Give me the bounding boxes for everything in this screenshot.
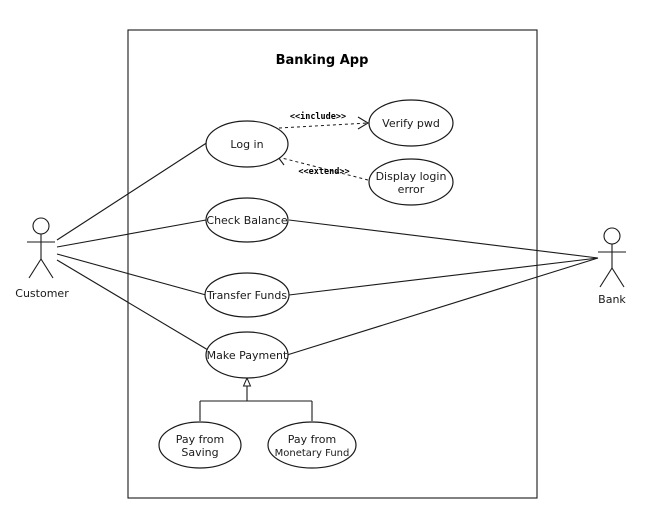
use-case-display-login-error: Display login error bbox=[368, 158, 454, 206]
system-boundary bbox=[127, 29, 538, 499]
use-case-verify-pwd: Verify pwd bbox=[368, 99, 454, 147]
use-case-check-balance-label: Check Balance bbox=[206, 214, 287, 227]
actor-bank-label: Bank bbox=[598, 293, 626, 306]
include-arrowhead bbox=[357, 116, 370, 130]
use-case-login-label: Log in bbox=[230, 138, 263, 151]
actor-customer-label: Customer bbox=[15, 287, 69, 300]
actor-customer-right-leg bbox=[40, 258, 54, 279]
generalization-arrowhead bbox=[242, 376, 252, 387]
actor-customer: Customer bbox=[15, 217, 69, 300]
use-case-transfer-funds: Transfer Funds bbox=[204, 272, 290, 318]
use-case-make-payment-label: Make Payment bbox=[207, 349, 288, 362]
use-case-display-login-error-line2: error bbox=[398, 183, 425, 196]
assoc-bank-payment bbox=[286, 257, 599, 356]
use-case-make-payment: Make Payment bbox=[205, 331, 289, 379]
use-case-transfer-funds-label: Transfer Funds bbox=[206, 289, 287, 302]
use-case-pay-from-monetary-fund: Pay from Monetary Fund bbox=[267, 421, 357, 469]
actor-customer-head bbox=[32, 217, 50, 235]
assoc-customer-payment bbox=[56, 259, 209, 351]
assoc-customer-login bbox=[56, 141, 209, 241]
assoc-customer-check-balance bbox=[56, 219, 207, 248]
use-case-login: Log in bbox=[205, 120, 289, 168]
actor-bank-left-leg bbox=[599, 267, 613, 288]
use-case-pay-from-saving: Pay from Saving bbox=[158, 421, 242, 469]
use-case-verify-pwd-label: Verify pwd bbox=[382, 117, 440, 130]
actor-bank-head bbox=[603, 227, 621, 245]
include-arrow bbox=[278, 122, 369, 129]
use-case-pay-from-monetary-fund-line1: Pay from bbox=[288, 433, 337, 446]
extend-label: <<extend>> bbox=[298, 167, 349, 177]
assoc-bank-check-balance bbox=[288, 219, 599, 259]
actor-bank: Bank bbox=[598, 227, 626, 306]
actor-bank-right-leg bbox=[611, 267, 625, 288]
assoc-bank-transfer bbox=[288, 257, 599, 296]
actor-customer-left-leg bbox=[28, 258, 42, 279]
use-case-display-login-error-line1: Display login bbox=[376, 170, 447, 183]
use-case-pay-from-monetary-fund-line2: Monetary Fund bbox=[275, 448, 350, 459]
assoc-customer-transfer bbox=[56, 253, 207, 296]
use-case-pay-from-saving-line2: Saving bbox=[181, 446, 218, 459]
use-case-pay-from-saving-line1: Pay from bbox=[176, 433, 225, 446]
use-case-check-balance: Check Balance bbox=[205, 197, 289, 243]
include-label: <<include>> bbox=[290, 111, 346, 122]
system-title: Banking App bbox=[276, 53, 369, 68]
